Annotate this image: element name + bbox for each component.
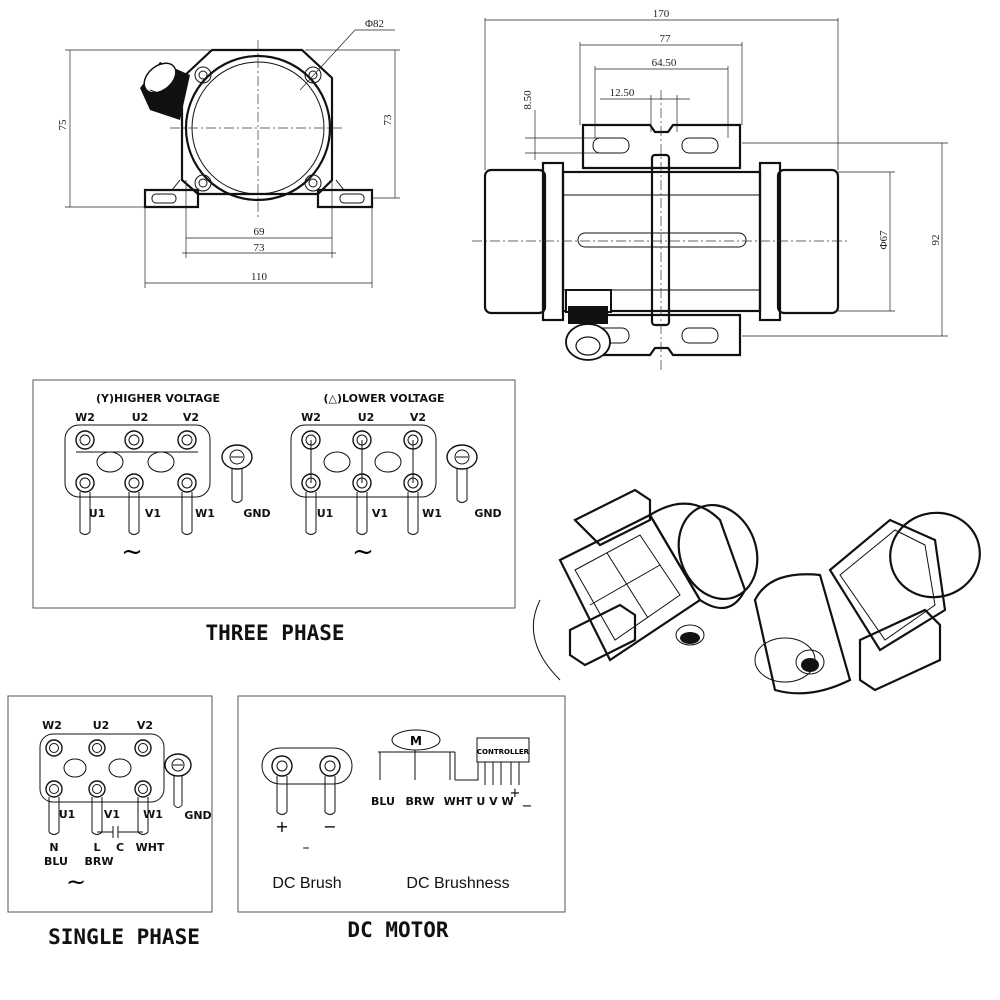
dc-label-brw: BRW: [406, 795, 435, 808]
lv-label-v2: V2: [410, 411, 426, 424]
front-height-left-label: 75: [57, 119, 69, 131]
dc-motor-panel: + − – DC Brush M CONTROLLER BLU BRW WHT …: [237, 695, 566, 913]
dc-brushless-wiring: [378, 729, 530, 785]
front-width-73-label: 73: [254, 242, 266, 254]
terminal-block-sp: [39, 733, 165, 838]
front-height-right-label: 73: [382, 114, 394, 126]
sp-label-w2: W2: [42, 719, 62, 732]
sp-label-brw: BRW: [85, 855, 114, 868]
hv-label-v1: V1: [145, 507, 161, 520]
lv-label-u1: U1: [317, 507, 334, 520]
side-height-92-label: 92: [930, 235, 942, 246]
side-height-8-label: 8.50: [522, 90, 534, 110]
sp-label-v2: V2: [137, 719, 153, 732]
gnd-terminal-icon: [164, 753, 192, 808]
dc-brush-label: DC Brush: [272, 875, 341, 892]
single-phase-panel: W2 U2 V2 U1 V1 W1 GND N L: [7, 695, 213, 913]
lv-label-w1: W1: [422, 507, 442, 520]
dc-label-blu: BLU: [371, 795, 395, 808]
side-length-77-label: 77: [660, 33, 672, 45]
lv-label-v1: V1: [372, 507, 388, 520]
sp-label-wht: WHT: [136, 841, 165, 854]
lv-label-w2: W2: [301, 411, 321, 424]
vibration-motor-iso-left: [532, 488, 759, 681]
vibration-motor-iso-right: [753, 511, 981, 695]
single-phase-caption: SINGLE PHASE: [48, 925, 200, 949]
cable-gland-icon: [140, 62, 190, 120]
side-length-64-label: 64.50: [652, 57, 677, 69]
front-width-110-label: 110: [251, 271, 268, 283]
higher-voltage-title: (Y)HIGHER VOLTAGE: [96, 392, 220, 405]
side-length-12-label: 12.50: [610, 87, 635, 99]
terminal-block-lv: [290, 424, 437, 535]
hv-label-w1: W1: [195, 507, 215, 520]
dc-brush-minus: −: [323, 817, 336, 836]
dc-label-uvw: U V W: [476, 795, 513, 808]
three-phase-caption: THREE PHASE: [205, 621, 344, 645]
sp-label-v1: V1: [104, 808, 120, 821]
lv-label-u2: U2: [358, 411, 375, 424]
sp-label-w1: W1: [143, 808, 163, 821]
dc-brush-plus: +: [275, 817, 288, 836]
dc-label-wht: WHT: [444, 795, 473, 808]
sp-label-n: N: [49, 841, 58, 854]
dc-label-pm-plus: +: [510, 786, 521, 801]
hv-label-u1: U1: [89, 507, 106, 520]
sp-label-c: C: [116, 841, 124, 854]
hv-label-v2: V2: [183, 411, 199, 424]
side-view: 170 77 64.50 12.50 8.50 Φ67 92: [472, 8, 948, 370]
front-diameter-label: Φ82: [365, 18, 384, 30]
sp-label-l: L: [93, 841, 100, 854]
front-view: Φ82 75 73 69 73 110: [57, 18, 400, 288]
lv-gnd-label: GND: [474, 507, 501, 520]
sp-label-u1: U1: [59, 808, 76, 821]
sp-gnd-label: GND: [184, 809, 211, 822]
hv-label-u2: U2: [132, 411, 149, 424]
hv-ac-symbol: ~: [121, 537, 143, 567]
dc-controller-label: CONTROLLER: [477, 748, 530, 756]
dc-motor-caption: DC MOTOR: [347, 918, 449, 942]
dc-brush-terminal-icon: [261, 747, 353, 815]
bolt-icon: [194, 66, 322, 192]
dc-brushless-label: DC Brushness: [406, 875, 509, 892]
svg-text:–: –: [303, 840, 310, 856]
gnd-terminal-icon: [221, 444, 253, 503]
side-diameter-67-label: Φ67: [878, 230, 890, 250]
terminal-block-hv: [64, 424, 211, 535]
hv-label-w2: W2: [75, 411, 95, 424]
lv-ac-symbol: ~: [352, 537, 374, 567]
three-phase-panel: (Y)HIGHER VOLTAGE W2 U2 V2 U1 V1 W1: [32, 379, 516, 609]
sp-label-u2: U2: [93, 719, 110, 732]
sp-ac-symbol: ~: [66, 868, 86, 896]
isometric-views: [532, 488, 981, 695]
front-width-69-label: 69: [254, 226, 266, 238]
side-length-170-label: 170: [653, 8, 670, 20]
side-gland-icon: [565, 289, 612, 361]
gnd-terminal-icon: [446, 444, 478, 503]
lower-voltage-title: (△)LOWER VOLTAGE: [324, 392, 445, 405]
dc-motor-m-label: M: [410, 734, 422, 748]
hv-gnd-label: GND: [243, 507, 270, 520]
dc-label-pm-minus: −: [522, 799, 533, 814]
sp-label-blu: BLU: [44, 855, 68, 868]
